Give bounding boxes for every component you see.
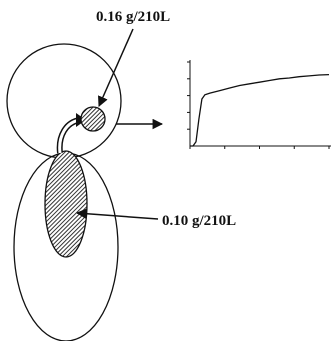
chart-series-line-0 xyxy=(190,73,330,147)
chart-series-layer xyxy=(190,73,330,147)
mini-chart xyxy=(187,60,331,149)
upper-circle xyxy=(6,43,122,159)
lower-concentration-label: 0.10 g/210L xyxy=(162,213,236,229)
chart-y-ticks xyxy=(187,61,190,130)
arrow-down-left-icon xyxy=(98,28,134,107)
lower-hatched-organ xyxy=(44,150,88,258)
arrow-left-icon xyxy=(75,208,159,220)
upper-hatched-organ xyxy=(80,106,106,132)
upper-concentration-label: 0.16 g/210L xyxy=(96,9,170,25)
chart-x-ticks xyxy=(189,146,330,149)
